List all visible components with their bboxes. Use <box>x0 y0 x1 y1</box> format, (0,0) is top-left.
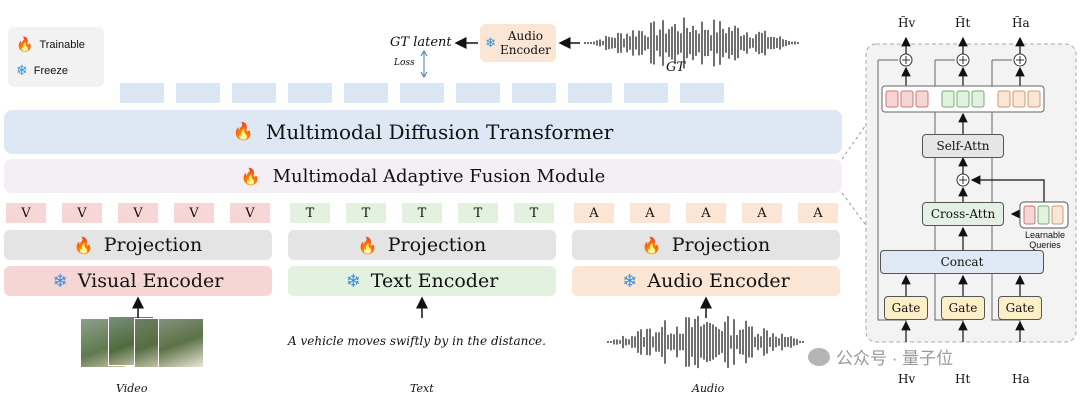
latent-token <box>344 83 388 103</box>
zoom-connector <box>841 121 869 160</box>
audio-token: A <box>574 203 614 223</box>
latent-token <box>400 83 444 103</box>
gate-block: Gate <box>884 296 928 320</box>
gate-block: Gate <box>998 296 1042 320</box>
fire-icon: 🔥 <box>240 166 261 186</box>
gt-waveform <box>584 17 799 69</box>
visual-token: V <box>118 203 158 223</box>
gt-latent-label: GT latent <box>390 35 452 50</box>
latent-token <box>568 83 612 103</box>
text-prompt: A vehicle moves swiftly by in the distan… <box>288 334 546 348</box>
top-audio-encoder: ❄ Audio Encoder <box>480 24 556 62</box>
latent-token <box>176 83 220 103</box>
latent-token <box>680 83 724 103</box>
latent-token <box>288 83 332 103</box>
visual-token: V <box>62 203 102 223</box>
fire-icon: 🔥 <box>232 122 254 142</box>
snowflake-icon: ❄ <box>52 270 68 292</box>
latent-token <box>232 83 276 103</box>
loss-label: Loss <box>394 58 415 68</box>
latent-token <box>120 83 164 103</box>
gate-block: Gate <box>941 296 985 320</box>
fire-icon: 🔥 <box>641 235 662 255</box>
input-hv: Hv <box>898 372 916 386</box>
snowflake-icon: ❄ <box>485 35 496 51</box>
fire-icon: 🔥 <box>16 36 34 52</box>
wechat-icon <box>808 347 830 366</box>
input-ht: Ht <box>955 372 971 386</box>
self-attn-block: Self-Attn <box>922 134 1004 158</box>
output-hv: H̃v <box>898 16 916 30</box>
audio-projection: 🔥 Projection <box>572 230 840 260</box>
visual-projection: 🔥 Projection <box>4 230 272 260</box>
output-ht: H̃t <box>955 16 971 30</box>
top-audio-encoder-line2: Encoder <box>499 43 551 57</box>
output-ha: H̃a <box>1012 16 1030 30</box>
input-ha: Ha <box>1012 372 1030 386</box>
video-frame <box>158 318 204 368</box>
text-token: T <box>402 203 442 223</box>
audio-token: A <box>742 203 782 223</box>
watermark: 公众号 · 量子位 <box>808 344 953 369</box>
fire-icon: 🔥 <box>73 235 94 255</box>
video-label: Video <box>116 382 148 395</box>
snowflake-icon: ❄ <box>345 270 361 292</box>
zoom-connector <box>841 192 869 229</box>
audio-waveform <box>607 315 804 369</box>
text-projection: 🔥 Projection <box>288 230 556 260</box>
fusion-module: 🔥 Multimodal Adaptive Fusion Module <box>4 159 842 193</box>
audio-token: A <box>798 203 838 223</box>
snowflake-icon: ❄ <box>622 270 638 292</box>
audio-label: Audio <box>692 382 725 395</box>
text-token: T <box>290 203 330 223</box>
audio-token: A <box>686 203 726 223</box>
audio-token: A <box>630 203 670 223</box>
fire-icon: 🔥 <box>357 235 378 255</box>
concat-block: Concat <box>880 250 1044 274</box>
latent-token <box>624 83 668 103</box>
cross-attn-block: Cross-Attn <box>922 202 1004 226</box>
top-audio-encoder-line1: Audio <box>507 29 544 43</box>
latent-token <box>512 83 556 103</box>
gt-label: GT <box>666 60 686 75</box>
mmdit-block: 🔥 Multimodal Diffusion Transformer <box>4 110 842 154</box>
text-token: T <box>514 203 554 223</box>
snowflake-icon: ❄ <box>16 62 28 78</box>
text-token: T <box>346 203 386 223</box>
visual-token: V <box>174 203 214 223</box>
fusion-label: Multimodal Adaptive Fusion Module <box>272 165 606 187</box>
learnable-queries-label: Learnable Queries <box>1024 230 1066 250</box>
text-token: T <box>458 203 498 223</box>
latent-token <box>456 83 500 103</box>
text-label: Text <box>410 382 434 395</box>
legend: 🔥 Trainable ❄ Freeze <box>8 27 104 87</box>
visual-token: V <box>230 203 270 223</box>
visual-token: V <box>6 203 46 223</box>
text-encoder: ❄ Text Encoder <box>288 266 556 296</box>
audio-encoder: ❄ Audio Encoder <box>572 266 840 296</box>
legend-trainable: 🔥 Trainable <box>16 36 85 52</box>
legend-freeze: ❄ Freeze <box>16 62 68 78</box>
visual-encoder: ❄ Visual Encoder <box>4 266 272 296</box>
mmdit-label: Multimodal Diffusion Transformer <box>265 120 614 144</box>
